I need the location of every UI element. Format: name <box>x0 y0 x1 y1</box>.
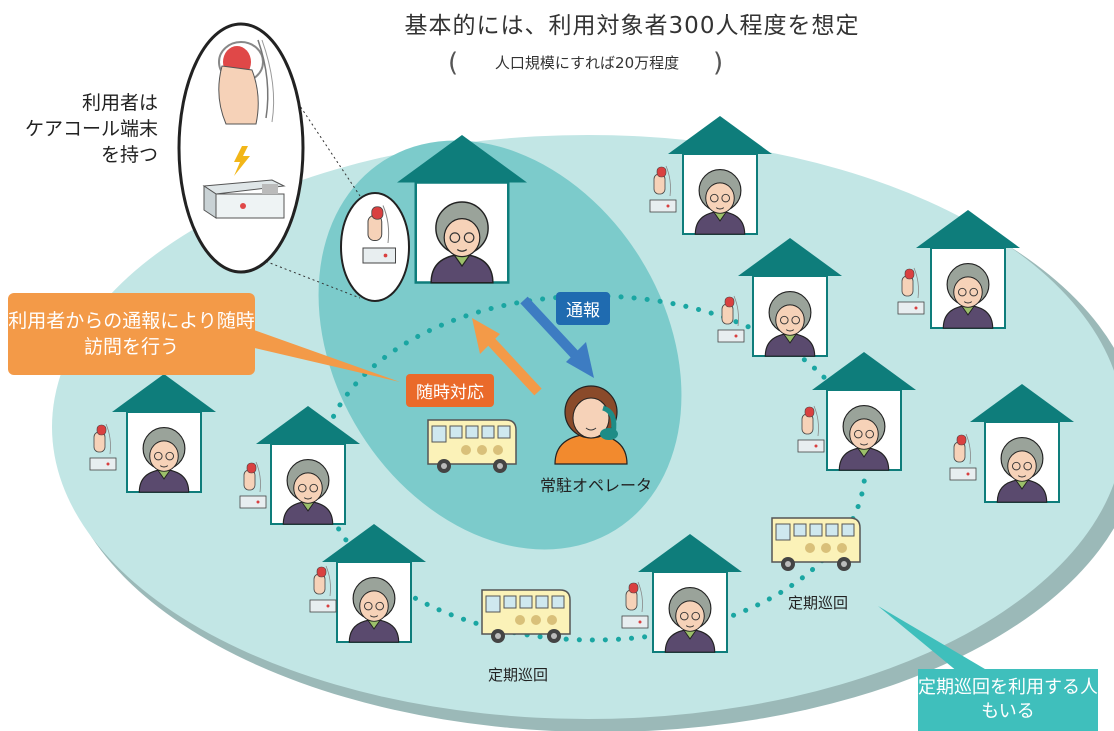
patrol-label-bottom: 定期巡回 <box>488 666 549 684</box>
report-tag: 通報 <box>556 292 610 325</box>
house <box>668 116 772 234</box>
device-small-lens <box>340 192 410 302</box>
lightning-icon <box>234 146 250 176</box>
user-device-callout: 利用者は ケアコール端末 を持つ <box>25 90 158 168</box>
zoom-line-bottom <box>251 255 361 299</box>
orange-callout-pointer <box>220 330 400 382</box>
care-call-base-unit-icon <box>202 179 286 219</box>
zoom-line-top <box>247 27 361 197</box>
report-arrow <box>520 296 594 378</box>
subtitle-bracket-left: ( <box>448 48 459 78</box>
patrol-label-right: 定期巡回 <box>788 594 849 612</box>
patrol-users-callout: 定期巡回を利用する人もいる <box>918 669 1098 731</box>
operator-label: 常駐オペレータ <box>540 476 653 495</box>
operator-icon <box>554 385 628 465</box>
page-subtitle: 人口規模にすれば20万程度 <box>494 54 680 72</box>
user-callout-line: 利用者は <box>81 92 158 114</box>
user-callout-line: を持つ <box>100 144 158 166</box>
response-tag: 随時対応 <box>406 374 494 407</box>
care-call-pendant-icon <box>218 39 275 125</box>
user-callout-line: ケアコール端末 <box>24 118 158 140</box>
response-arrow <box>472 318 542 396</box>
page-title: 基本的には、利用対象者300人程度を想定 <box>404 13 860 39</box>
on-demand-visit-callout: 利用者からの通報により随時訪問を行う <box>8 293 255 375</box>
subtitle-bracket-right: ) <box>713 48 724 78</box>
teal-callout-pointer <box>878 606 990 672</box>
